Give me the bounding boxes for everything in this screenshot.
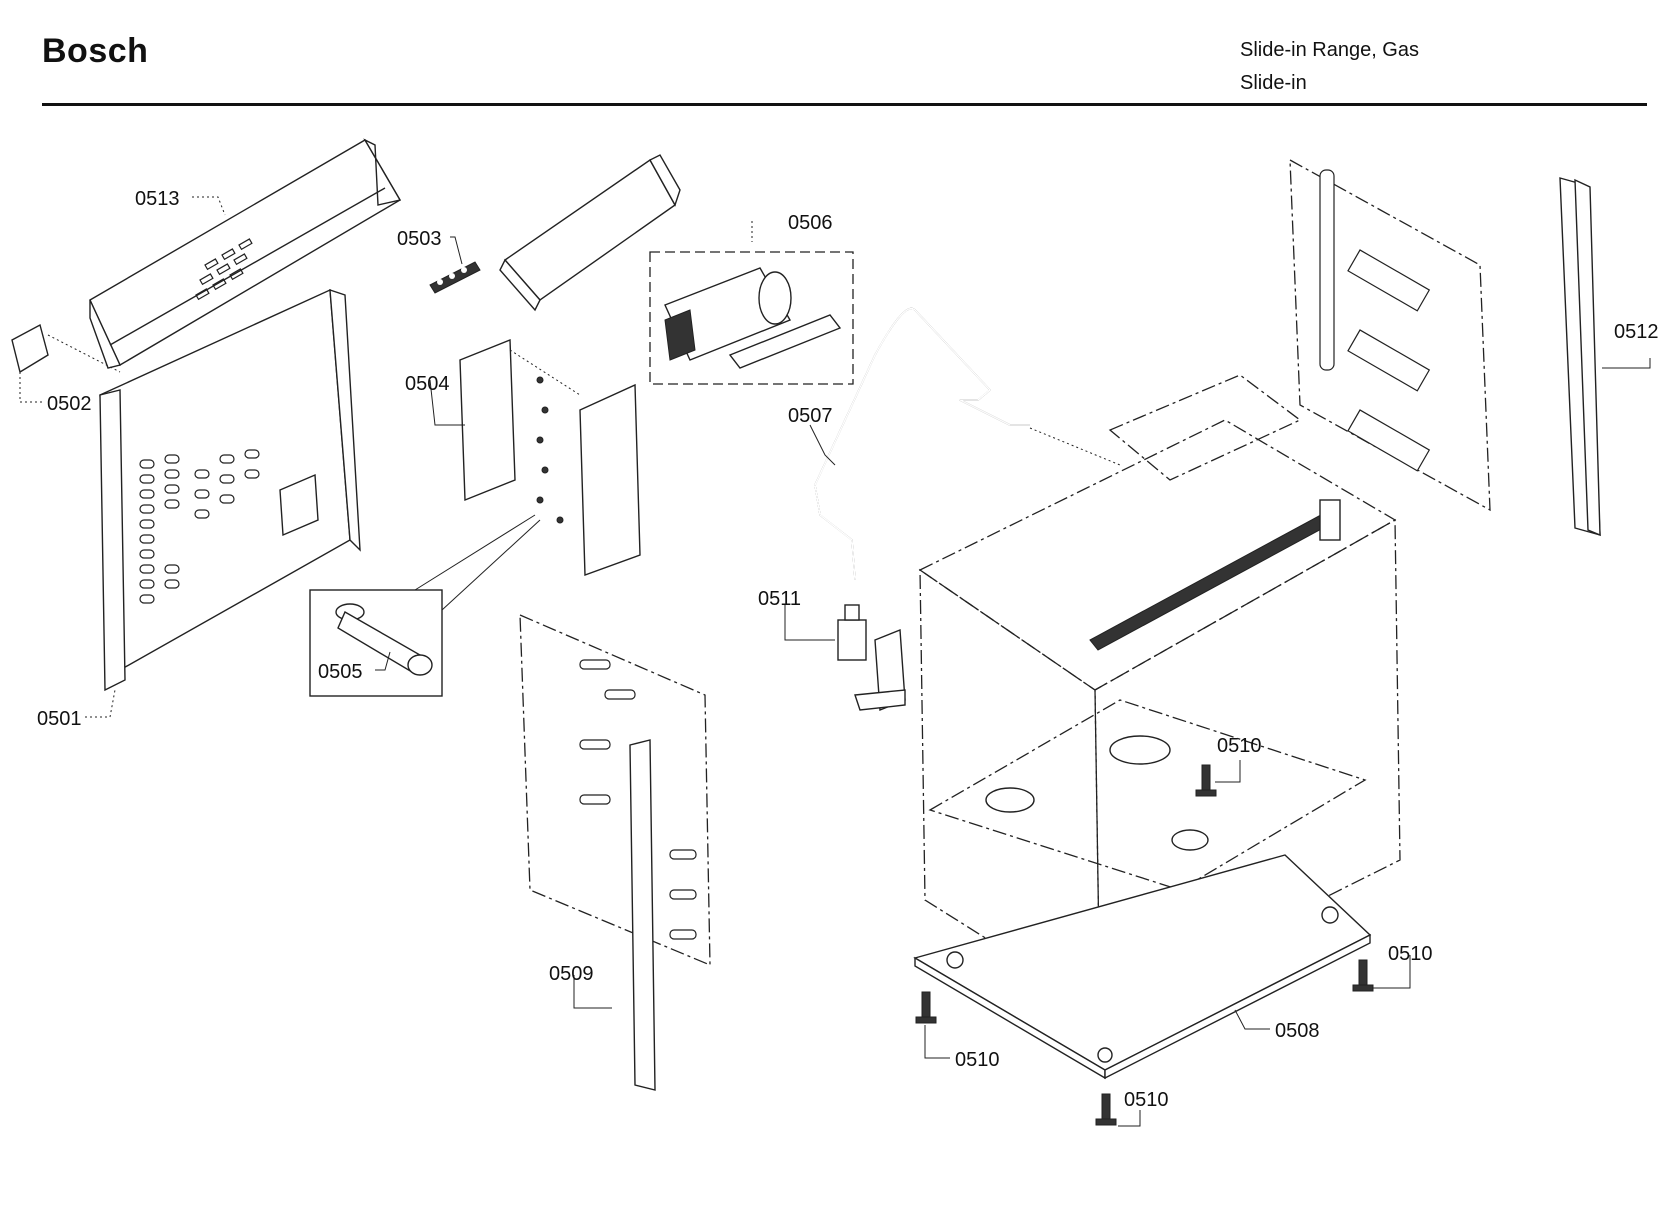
part-0501-side-panel (99, 288, 361, 692)
label-0510-b: 0510 (1388, 943, 1433, 965)
callout-labels: 0513 0502 0501 0503 0504 0505 0506 0507 … (37, 188, 1659, 1111)
part-0510-screws (915, 764, 1374, 1126)
label-0512: 0512 (1614, 321, 1659, 343)
label-0509: 0509 (549, 963, 594, 985)
part-0505-spacer-detail (309, 514, 541, 697)
label-0510-c: 0510 (955, 1049, 1000, 1071)
screw-1 (1195, 764, 1217, 797)
screw-3 (915, 991, 937, 1024)
model-line-1: Slide-in Range, Gas (1240, 39, 1419, 61)
part-top-bracket (499, 154, 681, 312)
label-0510-d: 0510 (1124, 1089, 1169, 1111)
label-0501: 0501 (37, 708, 82, 730)
part-0506-convection-fan (649, 251, 854, 385)
part-0513-rear-top-panel (89, 138, 402, 369)
part-0503-terminal-block (429, 261, 481, 294)
label-0504: 0504 (405, 373, 450, 395)
part-right-side-panel (1289, 158, 1491, 512)
model-line-2: Slide-in (1240, 72, 1307, 94)
label-0508: 0508 (1275, 1020, 1320, 1042)
label-0506: 0506 (788, 212, 833, 234)
label-0513: 0513 (135, 188, 180, 210)
part-0512-side-trim (1559, 177, 1601, 537)
part-0507-gas-tube (814, 307, 1121, 581)
label-0507: 0507 (788, 405, 833, 427)
part-0508-base-plate (913, 854, 1372, 1080)
label-0503: 0503 (397, 228, 442, 250)
label-0510-a: 0510 (1217, 735, 1262, 757)
label-0502: 0502 (47, 393, 92, 415)
screw-2 (1352, 959, 1374, 992)
label-0511: 0511 (758, 588, 801, 610)
part-0511-valve (837, 604, 906, 712)
label-0505: 0505 (318, 661, 363, 683)
part-0502-cover-plate (11, 323, 121, 374)
brand-title: Bosch (42, 32, 149, 70)
part-0509-front-frame (519, 613, 711, 1091)
screw-4 (1095, 1093, 1117, 1126)
model-description: Slide-in Range, Gas Slide-in (1240, 34, 1419, 100)
callout-leaders (19, 196, 1651, 1127)
header-rule (42, 103, 1647, 106)
part-0504-control-board (459, 338, 641, 576)
